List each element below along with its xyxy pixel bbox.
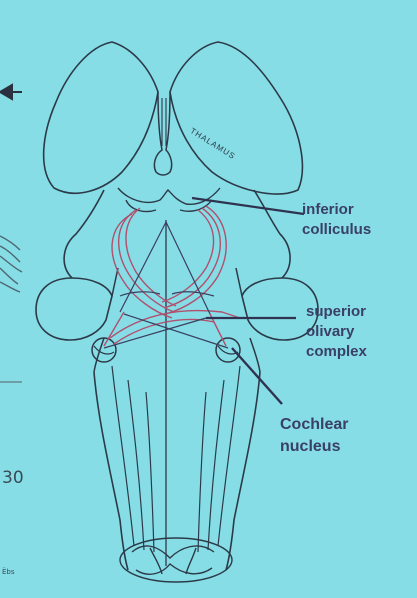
superior-olivary-line3: complex <box>306 343 367 360</box>
superior-olivary-line1: superior <box>306 303 367 320</box>
medulla-outline <box>93 371 261 571</box>
midline-inner-line <box>161 98 167 146</box>
right-cochlear-nucleus <box>215 337 241 363</box>
cochlear-nucleus-label: Cochlear nucleus <box>280 414 348 458</box>
cochlear-nucleus-line1: Cochlear <box>280 416 349 433</box>
inferior-colliculus-line2: colliculus <box>302 221 372 238</box>
right-thalamus-lobe <box>169 41 304 195</box>
brainstem-outline <box>63 189 291 279</box>
inferior-colliculus-label: inferior colliculus <box>302 200 371 240</box>
midline-structure <box>153 91 173 176</box>
pons-edges <box>93 267 261 373</box>
slide-number: 30 <box>2 468 24 488</box>
pathway-lines <box>103 221 229 349</box>
left-cochlear-nucleus <box>91 337 117 363</box>
edge-arrow-icon <box>0 83 22 101</box>
medulla-inner-lines <box>111 365 241 553</box>
auditory-pathway <box>103 205 241 347</box>
cochlear-nucleus-line2: nucleus <box>280 438 341 455</box>
right-peduncle <box>241 277 319 341</box>
inferior-colliculus-pointer <box>191 196 305 216</box>
superior-olivary-line2: olivary <box>306 323 355 340</box>
spinal-cord-section <box>119 537 233 583</box>
left-thalamus-lobe <box>42 41 159 194</box>
inferior-colliculus-line1: inferior <box>302 201 354 218</box>
left-peduncle <box>35 277 113 341</box>
cochlear-nucleus-pointer <box>231 347 283 405</box>
superior-olivary-complex-label: superior olivary complex <box>306 302 367 362</box>
slide-footer-text: Ёbs <box>2 568 15 576</box>
edge-graphic-fragment <box>0 235 23 293</box>
